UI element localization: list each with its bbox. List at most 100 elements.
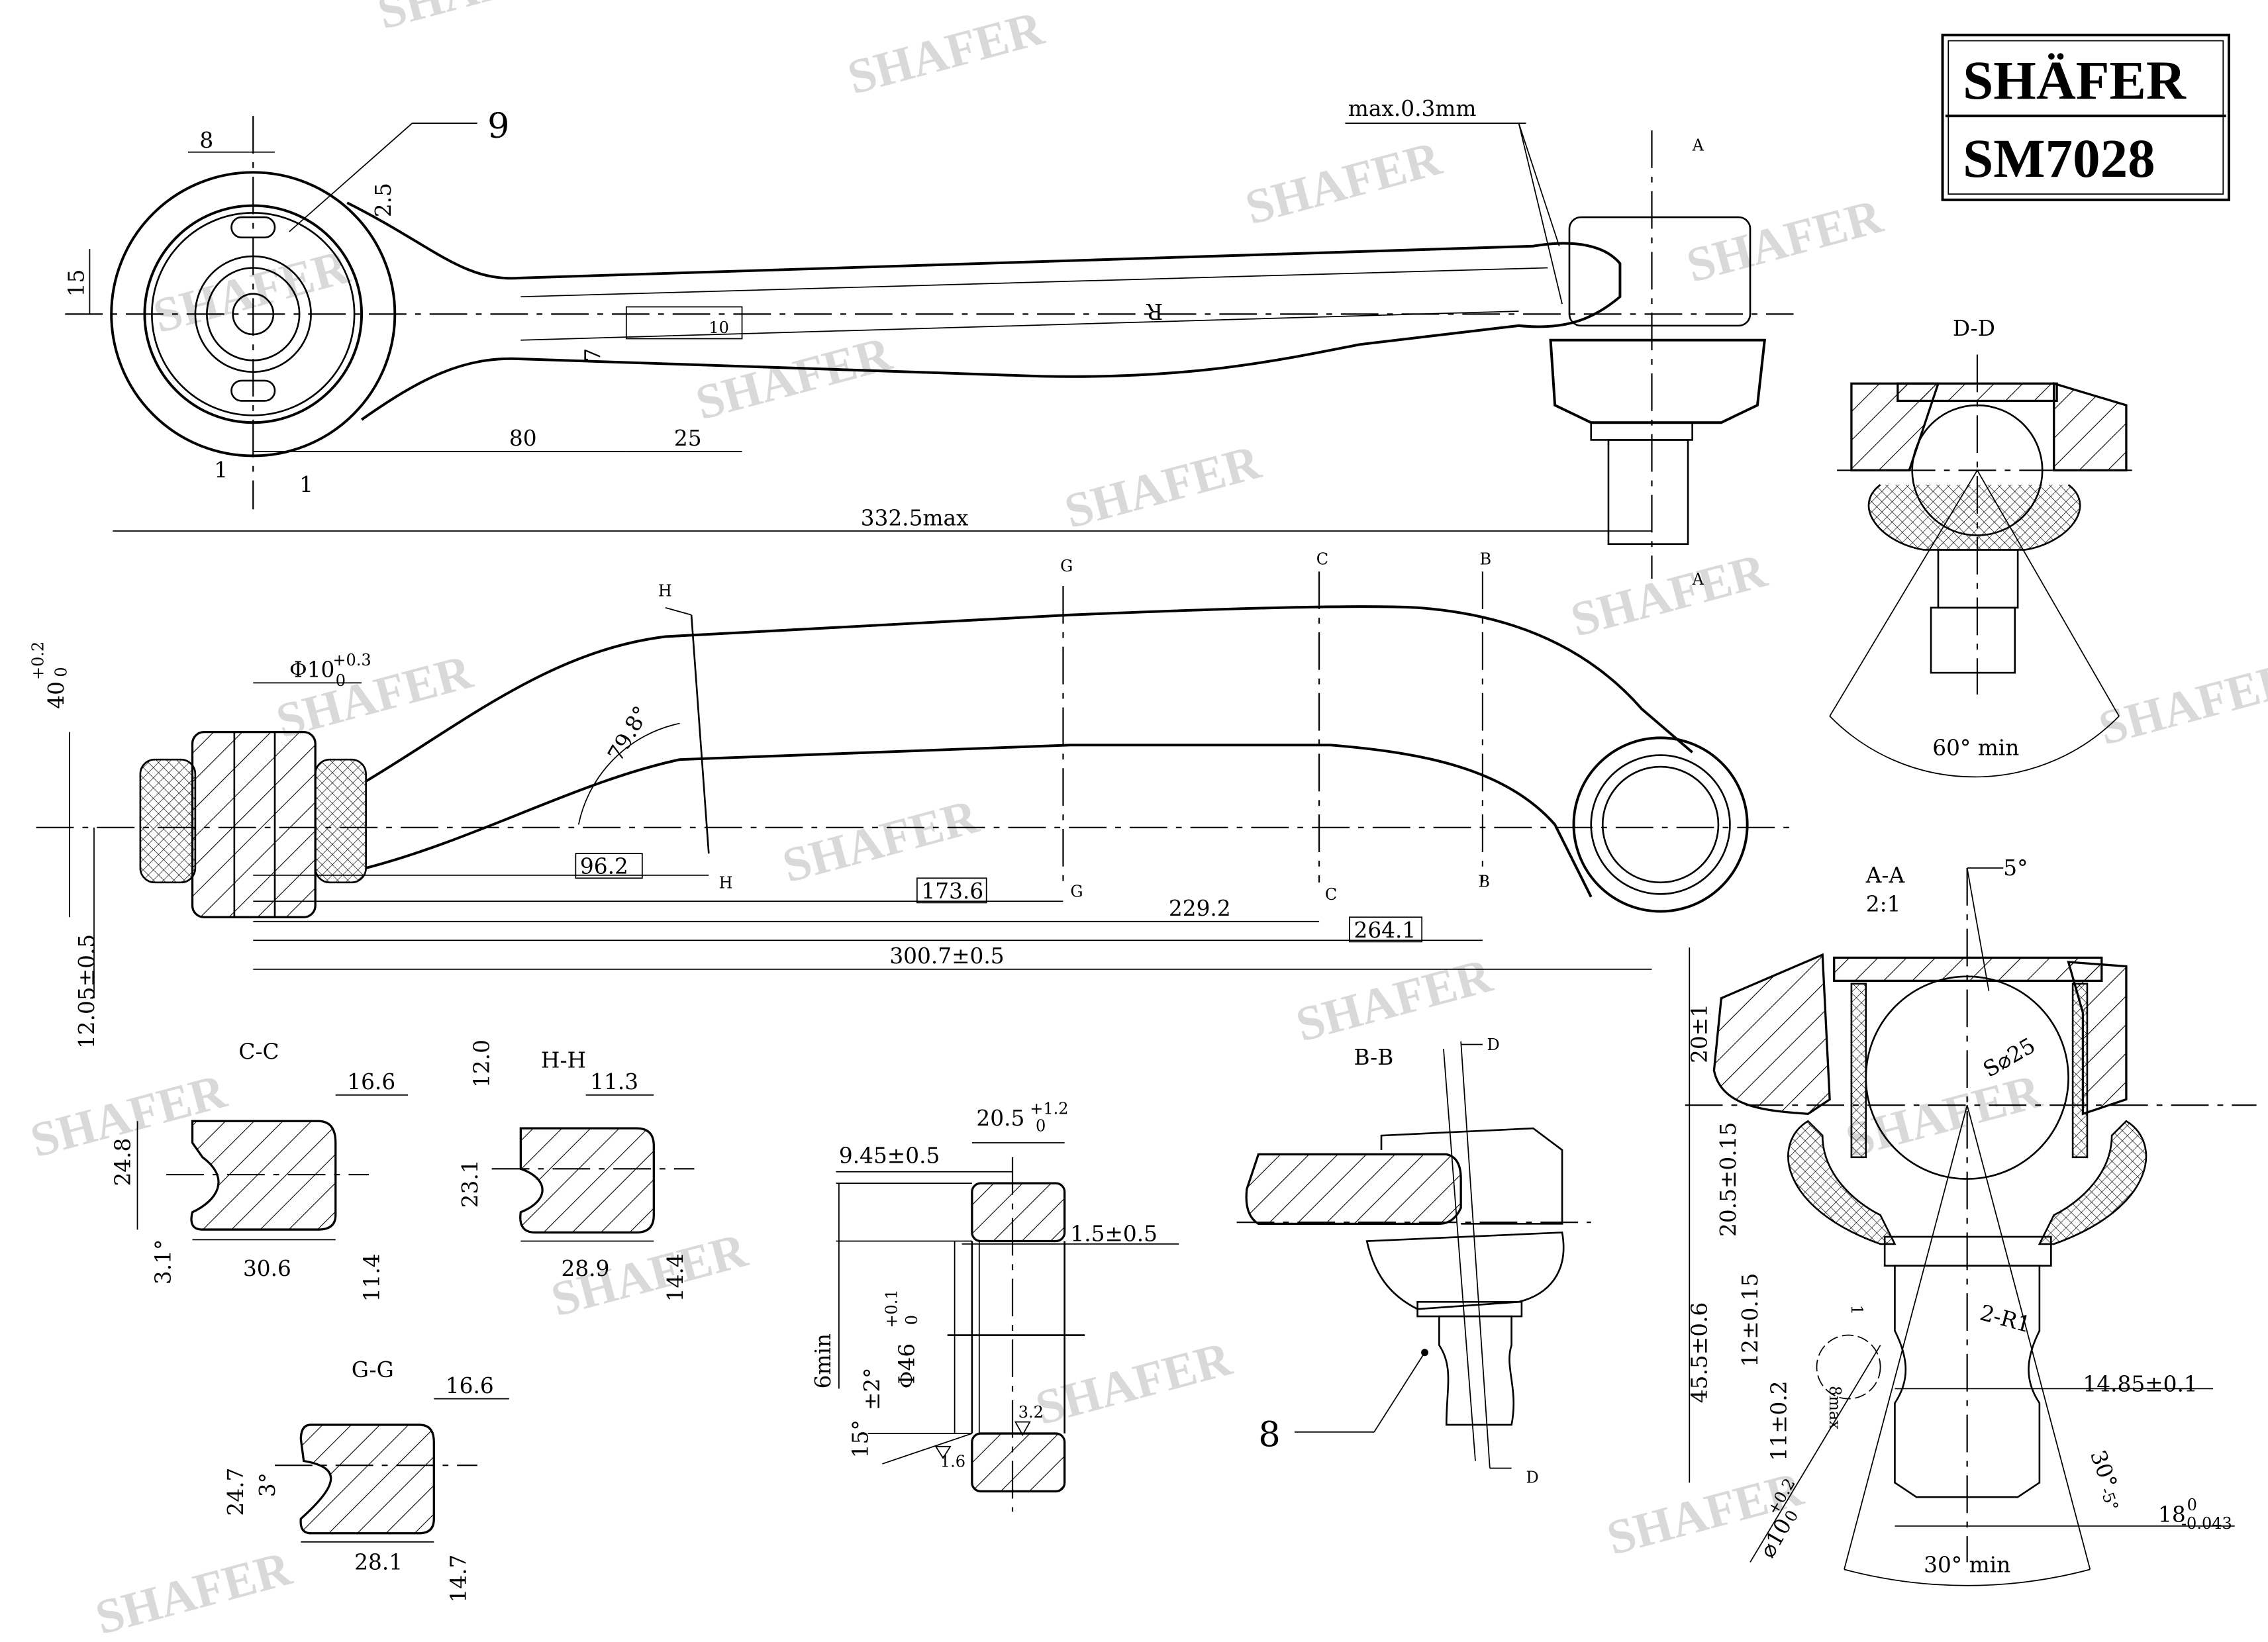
section-marker-h: H (658, 581, 672, 600)
dim-bore-dia: Φ10 (289, 657, 335, 683)
watermark: SHAFER (2093, 652, 2268, 756)
dim-8max: 8max (1826, 1386, 1844, 1429)
tolerance-lower: 0 (336, 671, 346, 690)
dim-height-40: 40 (44, 681, 69, 709)
dim-264-1: 264.1 (1354, 918, 1416, 943)
part-number: SM7028 (1963, 128, 2155, 189)
watermark: SHAFER (372, 0, 579, 40)
tolerance-lower: 0 (903, 1315, 921, 1325)
dim-width: 20.5 (976, 1106, 1024, 1131)
dim-angle: 3.1° (151, 1239, 176, 1284)
dim-overall-length: 332.5max (861, 505, 969, 530)
section-marker-b: B (1478, 872, 1490, 891)
dim-229-2: 229.2 (1169, 896, 1231, 921)
dim-right: 14.4 (663, 1253, 688, 1302)
tolerance-upper: 0 (2187, 1496, 2197, 1514)
dim-width: 28.9 (562, 1256, 610, 1281)
watermark: SHAFER (1240, 131, 1448, 236)
tolerance-lower: 0 (1036, 1117, 1046, 1135)
section-cc: C-C 16.6 24.8 3.1° 30.6 11.4 (111, 1039, 408, 1302)
dim-offset: 9.45±0.5 (839, 1143, 940, 1169)
gap-note: max.0.3mm (1348, 96, 1477, 121)
dim-width: 30.6 (243, 1256, 291, 1281)
brand-logo: SHÄFER SM7028 (1941, 33, 2230, 201)
callout-9: 9 (487, 106, 509, 146)
dim-2-5: 2.5 (371, 183, 396, 217)
side-mark: R (1146, 299, 1163, 324)
brand-name: SHÄFER (1963, 50, 2187, 111)
watermark: SHAFER (90, 1541, 297, 1642)
dim-angle: 60° min (1932, 736, 2019, 761)
dim-20: 20±1 (1687, 1004, 1712, 1063)
dim-15: 15 (64, 269, 89, 297)
surface-roughness: 3.2 (1018, 1403, 1044, 1422)
bushing-section: 20.5 +1.2 0 9.45±0.5 1.5±0.5 Φ46 +0.1 0 … (811, 1099, 1179, 1512)
callout-8: 8 (1258, 1415, 1280, 1455)
dim-80: 80 (509, 426, 537, 451)
section-title: G-G (352, 1357, 394, 1382)
section-dd: D-D 60° min (1829, 316, 2141, 778)
watermark: SHAFER (1681, 189, 1889, 293)
section-hh: H-H 12.0 11.3 23.1 28.9 14.4 (458, 1039, 695, 1302)
watermark: SHAFER (1291, 948, 1498, 1053)
dim-angle: 3° (255, 1473, 280, 1497)
tolerance-upper: +0.2 (29, 642, 48, 680)
section-title: D-D (1953, 316, 1995, 341)
section-marker-c: C (1316, 550, 1328, 568)
section-scale: 2:1 (1866, 892, 1901, 917)
side-view: H H G G C C B B 40 +0.2 0 Φ10 +0.3 0 79.… (29, 550, 1794, 1049)
tolerance-upper: +1.2 (1030, 1099, 1068, 1118)
dim-11: 11±0.2 (1767, 1380, 1792, 1461)
dim-top: 11.3 (590, 1069, 638, 1094)
watermark: SHAFER (148, 240, 355, 344)
dim-1-right: 1 (299, 472, 313, 497)
dim-width: 28.1 (354, 1549, 403, 1574)
watermark: SHAFER (1840, 1064, 2047, 1169)
section-title: H-H (541, 1047, 586, 1073)
top-view: 10 R 9 8 2.5 15 7 80 25 1 1 332.5max max… (64, 96, 1794, 589)
tolerance-lower: -0.043 (2181, 1514, 2232, 1533)
section-marker-b: B (1480, 550, 1492, 568)
dim-right: 14.7 (446, 1555, 471, 1603)
section-marker-a: A (1692, 136, 1704, 155)
section-marker-c: C (1325, 885, 1337, 904)
tolerance-upper: +0.1 (882, 1289, 901, 1328)
dim-angle-tolerance: ±2° (860, 1367, 885, 1410)
section-bb: B-B D D 8 (1236, 1036, 1591, 1486)
dim-25: 25 (674, 426, 702, 451)
dim-173-6: 173.6 (921, 879, 983, 904)
dim-right: 11.4 (359, 1253, 384, 1302)
dim-taper-tolerance: -5° (2096, 1485, 2122, 1514)
section-marker-a: A (1692, 570, 1704, 589)
dim-diameter: Φ46 (894, 1343, 919, 1389)
dim-chamfer: 15° (848, 1420, 873, 1458)
section-gg: G-G 16.6 24.7 3° 28.1 14.7 (223, 1357, 509, 1603)
watermark: SHAFER (691, 326, 898, 431)
part-marking: 10 (709, 318, 729, 337)
dim-20-5: 20.5±0.15 (1716, 1122, 1741, 1237)
section-title: C-C (238, 1039, 279, 1064)
tolerance-lower: 0 (52, 667, 70, 677)
dim-top: 16.6 (347, 1069, 395, 1094)
surface-roughness: 1.6 (940, 1452, 965, 1471)
dim-tilt: 5° (2003, 855, 2028, 881)
section-marker-g: G (1070, 883, 1083, 901)
watermark: SHAFER (842, 1, 1050, 105)
dim-height: 24.7 (223, 1468, 248, 1516)
dim-height: 23.1 (458, 1159, 483, 1208)
dim-8: 8 (199, 128, 213, 153)
dim-14-85: 14.85±0.1 (2083, 1372, 2197, 1397)
watermark: SHAFER (1060, 435, 1267, 540)
dim-top: 16.6 (446, 1373, 494, 1398)
section-marker-h: H (719, 874, 733, 893)
dim-radius: 2-R1 (1977, 1300, 2034, 1338)
section-marker-d: D (1526, 1468, 1538, 1486)
dim-cone-angle: 30° min (1924, 1553, 2010, 1578)
dim-top-left: 12.0 (469, 1039, 494, 1088)
watermark: SHAFER (1030, 1331, 1238, 1436)
dim-taper: 30° (2085, 1447, 2122, 1492)
dim-12-05: 12.05±0.5 (74, 934, 99, 1049)
dim-angle: 79.8° (603, 702, 654, 765)
dim-1: 1 (1848, 1305, 1866, 1315)
